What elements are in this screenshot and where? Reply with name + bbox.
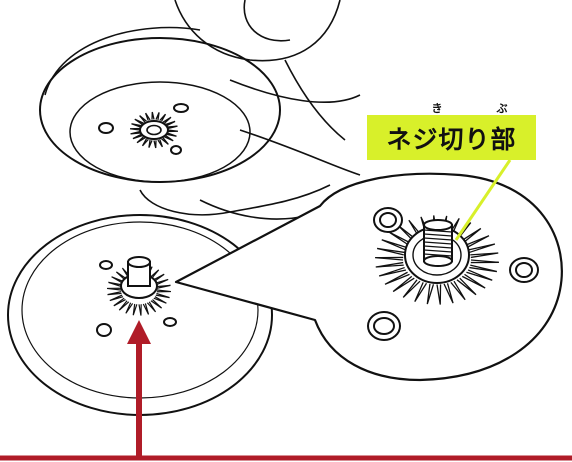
callout-label-box: き ぶ ネジ切り部 xyxy=(367,115,536,160)
threaded-stem-icon xyxy=(424,220,452,266)
ruby-bu: ぶ xyxy=(496,100,508,116)
ruby-ki: き xyxy=(431,100,443,116)
upper-disc xyxy=(40,28,280,182)
callout-label-text: ネジ切り部 xyxy=(386,125,516,154)
callout-label: き ぶ ネジ切り部 xyxy=(386,120,516,156)
